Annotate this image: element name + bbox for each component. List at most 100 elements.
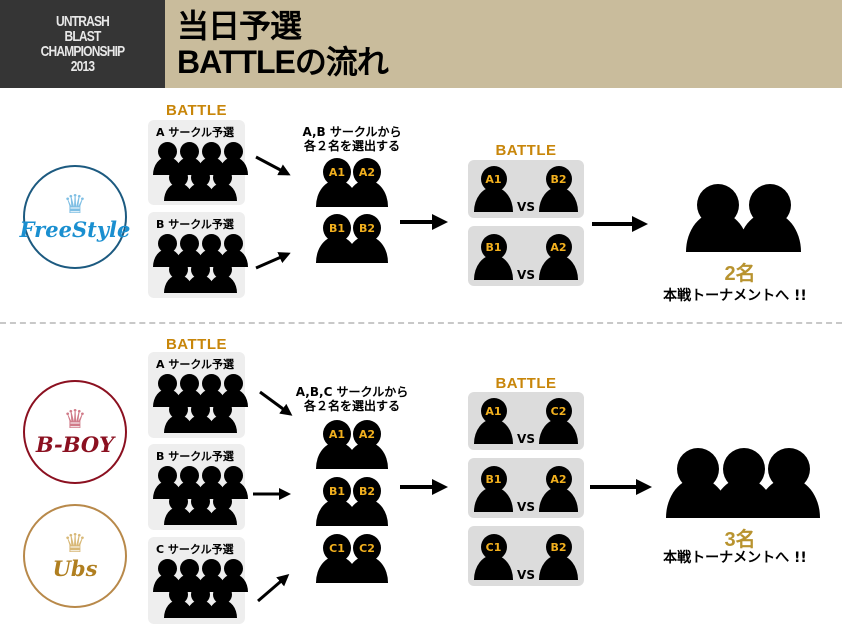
person-icon: B2 — [346, 214, 388, 263]
logo-name: B-BOY — [35, 431, 115, 457]
vs-label: VS — [517, 432, 535, 446]
circle-label: B サークル予選 — [156, 218, 234, 231]
circle-prelim-box: A サークル予選 — [148, 352, 248, 438]
arrow-icon — [257, 574, 290, 603]
person-icon — [208, 400, 237, 434]
person-icon — [164, 400, 193, 434]
player-label: A2 — [353, 420, 381, 448]
person-icon: C2 — [346, 534, 388, 583]
battle-label: BATTLE — [165, 102, 228, 119]
battle-label: BATTLE — [165, 336, 228, 353]
person-icon — [186, 168, 215, 202]
person-icon: A2 — [346, 420, 388, 469]
person-icon: A1 — [474, 398, 513, 444]
person-icon: A2 — [539, 234, 578, 280]
person-icon — [208, 168, 237, 202]
person-icon: B2 — [539, 534, 578, 580]
circle-label: A サークル予選 — [156, 358, 235, 371]
player-label: B1 — [480, 466, 507, 492]
player-label: A2 — [545, 234, 572, 260]
person-icon — [208, 492, 237, 526]
page-header: 当日予選 BATTLEの流れ — [165, 0, 842, 88]
person-icon: B1 — [474, 234, 513, 280]
match-box: A1 VS C2 — [468, 392, 584, 450]
person-icon: C1 — [474, 534, 513, 580]
battle-label: BATTLE — [495, 142, 557, 159]
person-icon: A2 — [539, 466, 578, 512]
person-icon — [186, 585, 215, 619]
player-label: B1 — [323, 477, 351, 505]
match-box: B1 VS A2 — [468, 226, 584, 286]
logo-name: Ubs — [52, 555, 98, 581]
player-label: A1 — [480, 166, 507, 192]
advance-note: 本戦トーナメントへ !! — [663, 550, 807, 566]
ubs-logo: ♛ Ubs — [23, 504, 127, 608]
person-icon — [738, 184, 801, 252]
player-label: B2 — [545, 534, 572, 560]
player-label: B2 — [353, 477, 381, 505]
circle-label: A サークル予選 — [156, 126, 235, 139]
selection-note-line: A,B サークルから — [302, 125, 402, 139]
freestyle-logo: ♛ FreeStyle — [20, 165, 130, 269]
player-label: A1 — [323, 420, 351, 448]
person-icon: B1 — [474, 466, 513, 512]
circle-prelim-box: A サークル予選 — [148, 120, 248, 205]
logo-line: BLAST — [64, 28, 102, 45]
player-label: B1 — [323, 214, 351, 242]
person-icon: C1 — [316, 534, 358, 583]
selection-note-line: A,B,C サークルから — [295, 385, 409, 399]
event-logo: UNTRASH BLAST CHAMPIONSHIP 2013 — [0, 0, 165, 88]
player-label: A2 — [545, 466, 572, 492]
crown-icon: ♛ — [63, 404, 87, 435]
person-icon — [153, 374, 182, 408]
person-icon: B2 — [346, 477, 388, 526]
selection-note: A,B サークルから 各２名を選出する — [292, 125, 412, 153]
advance-count: 2名 — [724, 263, 756, 285]
logo-line: 2013 — [70, 58, 95, 75]
person-icon — [186, 492, 215, 526]
vs-label: VS — [517, 200, 535, 214]
person-icon — [208, 585, 237, 619]
person-icon — [186, 400, 215, 434]
circle-prelim-box: C サークル予選 — [148, 537, 248, 624]
section-divider — [0, 322, 842, 324]
arrow-icon — [259, 390, 293, 416]
person-icon — [208, 260, 237, 294]
match-box: C1 VS B2 — [468, 526, 584, 586]
vs-label: VS — [517, 268, 535, 282]
player-label: A1 — [323, 158, 351, 186]
logo-line: CHAMPIONSHIP — [40, 43, 126, 60]
person-icon — [686, 184, 749, 252]
vs-label: VS — [517, 500, 535, 514]
person-icon: C2 — [539, 398, 578, 444]
battle-label: BATTLE — [495, 375, 557, 392]
advance-count: 3名 — [724, 529, 756, 551]
player-label: A1 — [480, 398, 507, 424]
player-label: C1 — [323, 534, 351, 562]
match-box: A1 VS B2 — [468, 160, 584, 218]
person-icon: A2 — [346, 158, 388, 207]
person-icon — [164, 168, 193, 202]
person-icon — [186, 260, 215, 294]
vs-label: VS — [517, 568, 535, 582]
person-icon — [164, 492, 193, 526]
crown-icon: ♛ — [63, 189, 87, 220]
circle-prelim-box: B サークル予選 — [148, 444, 248, 530]
player-label: A2 — [353, 158, 381, 186]
person-icon — [164, 260, 193, 294]
arrow-icon — [255, 155, 291, 176]
match-box: B1 VS A2 — [468, 458, 584, 518]
selection-note-line: 各２名を選出する — [303, 139, 400, 153]
person-icon — [164, 585, 193, 619]
player-label: B2 — [353, 214, 381, 242]
arrow-icon — [255, 252, 291, 270]
circle-prelim-box: B サークル予選 — [148, 212, 248, 298]
page-title-line1: 当日予選 — [177, 8, 302, 44]
logo-line: UNTRASH — [55, 13, 110, 30]
circle-label: B サークル予選 — [156, 450, 234, 463]
selection-note: A,B,C サークルから 各２名を選出する — [292, 385, 412, 413]
circle-label: C サークル予選 — [156, 543, 234, 556]
player-label: B2 — [545, 166, 572, 192]
page-title-line2: BATTLEの流れ — [177, 44, 389, 80]
person-icon — [219, 466, 248, 500]
